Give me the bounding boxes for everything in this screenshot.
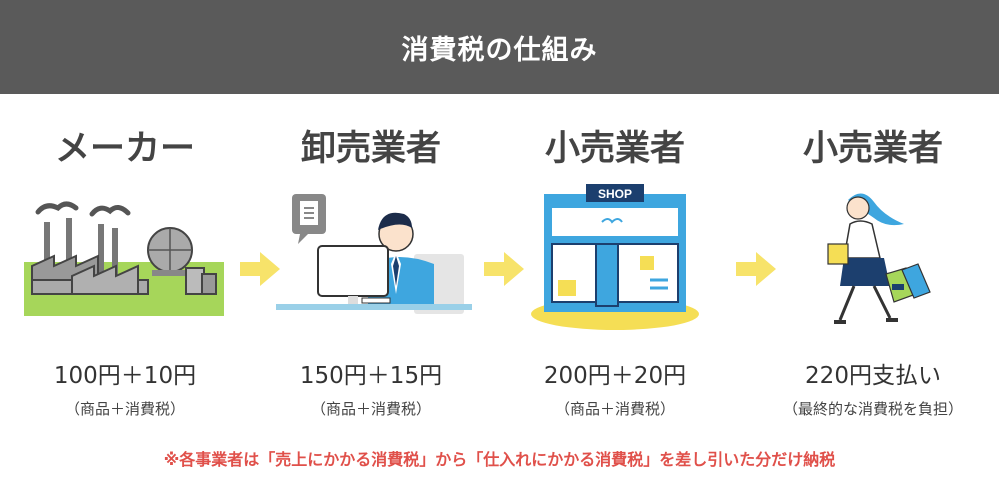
- shop-icon: SHOP: [531, 184, 699, 330]
- stage-sub: （商品＋消費税）: [64, 400, 185, 418]
- stage-price: 200円＋20円: [543, 363, 687, 389]
- stage-sub: （最終的な消費税を負担）: [782, 400, 963, 418]
- page-header: 消費税の仕組み: [0, 0, 999, 94]
- footnote: ※各事業者は「売上にかかる消費税」から「仕入れにかかる消費税」を差し引いた分だけ…: [163, 450, 836, 469]
- stage-consumer: 小売業者 220円支払い （最終的な消費税を負担）: [758, 94, 988, 434]
- stage-sub: （商品＋消費税）: [554, 400, 675, 418]
- stage-wholesaler: 卸売業者 150円＋15円 （商品＋消費税）: [256, 94, 486, 434]
- arrow-right-icon: [240, 252, 280, 286]
- arrow-right-icon: [736, 252, 776, 286]
- stage-title: メーカー: [54, 129, 195, 169]
- stage-price: 220円支払い: [805, 363, 941, 389]
- factory-icon: [24, 201, 224, 316]
- stage-price: 150円＋15円: [299, 363, 443, 389]
- stage-title: 卸売業者: [300, 129, 441, 169]
- shopper-icon: [827, 193, 931, 324]
- arrow-right-icon: [484, 252, 524, 286]
- page-title: 消費税の仕組み: [401, 34, 598, 66]
- shop-sign: SHOP: [598, 187, 632, 201]
- stage-price: 100円＋10円: [53, 363, 197, 389]
- office-worker-icon: [276, 194, 472, 314]
- stage-maker: メーカー 100円＋10円 （商品＋消費税）: [10, 94, 240, 434]
- stage-title: 小売業者: [802, 129, 943, 169]
- stage-retailer: 小売業者 SHOP 200円＋20円 （商品＋消費税）: [500, 94, 730, 434]
- stage-sub: （商品＋消費税）: [310, 400, 431, 418]
- stage-title: 小売業者: [544, 129, 685, 169]
